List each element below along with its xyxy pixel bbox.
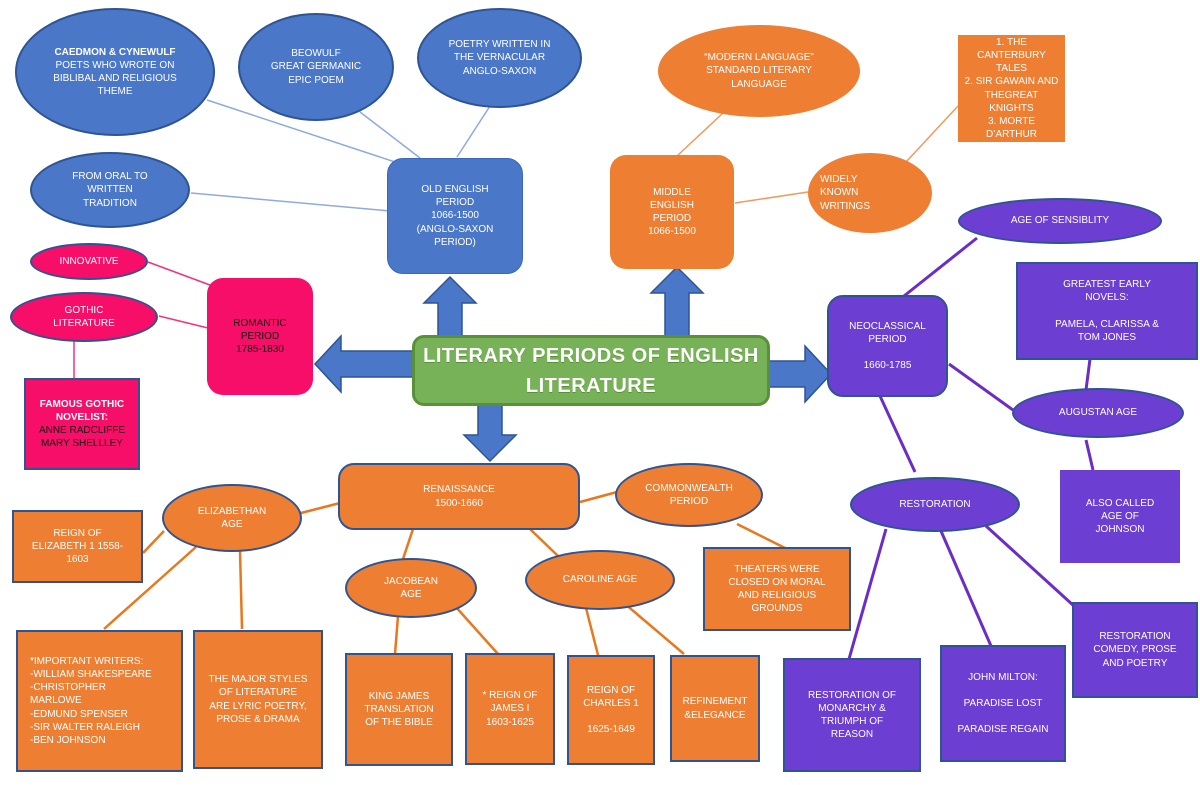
node-theaters-closed: THEATERS WERE CLOSED ON MORAL AND RELIGI…	[703, 547, 851, 631]
connector-jacobean-reignjames	[454, 605, 499, 655]
node-commonwealth-period: COMMONWEALTH PERIOD	[615, 463, 763, 527]
connector-modernlanguage-middleenglish	[676, 112, 724, 157]
arrow-down-renaissance	[462, 404, 518, 463]
node-innovative: INNOVATIVE	[30, 243, 148, 280]
node-beowulf: BEOWULF GREAT GERMANIC EPIC POEM	[238, 13, 394, 121]
node-poetry-vernacular: POETRY WRITTEN IN THE VERNACULAR ANGLO-S…	[417, 8, 582, 108]
arrow-up-middleenglish	[649, 265, 705, 337]
connector-elizabethan-styles	[238, 550, 244, 630]
node-modern-language: “MODERN LANGUAGE” STANDARD LITERARY LANG…	[658, 25, 860, 117]
node-famous-gothic-novelist: FAMOUS GOTHIC NOVELIST:ANNE RADCLIFFE MA…	[24, 378, 140, 470]
node-oral-tradition: FROM ORAL TO WRITTEN TRADITION	[30, 152, 190, 228]
node-jacobean-age: JACOBEAN AGE	[345, 558, 477, 618]
node-important-writers: *IMPORTANT WRITERS: -WILLIAM SHAKESPEARE…	[16, 630, 183, 772]
arrow-right-neoclassical	[768, 344, 833, 404]
connector-jacobean-kingjames	[393, 615, 400, 655]
connector-caroline-reigncharles	[584, 607, 600, 656]
connector-gothic-romantic	[158, 315, 209, 329]
connector-elizabethan-writers	[103, 546, 197, 630]
node-greatest-novels: GREATEST EARLY NOVELS: PAMELA, CLARISSA …	[1016, 262, 1198, 360]
node-major-styles: THE MAJOR STYLES OF LITERATURE ARE LYRIC…	[193, 630, 323, 769]
node-neoclassical-period: NEOCLASSICAL PERIOD 1660-1785	[827, 295, 948, 397]
connector-neoclassical-restoration	[878, 395, 917, 473]
node-reign-james: * REIGN OF JAMES I 1603-1625	[465, 653, 555, 765]
connector-sensibility-neoclassical	[903, 236, 978, 298]
arrow-left-romantic	[313, 334, 414, 394]
node-reign-elizabeth: REIGN OF ELIZABETH 1 1558- 1603	[12, 510, 143, 583]
node-refinement-elegance: REFINEMENT &ELEGANCE	[670, 655, 760, 762]
connector-renaissance-elizabethan	[300, 501, 341, 515]
connector-widelyknown-canterbury	[905, 105, 959, 163]
connector-novels-augustan	[1084, 358, 1092, 391]
node-augustan-age: AUGUSTAN AGE	[1012, 388, 1184, 438]
node-john-milton: JOHN MILTON: PARADISE LOST PARADISE REGA…	[940, 645, 1066, 762]
node-canterbury-writings: 1. THE CANTERBURY TALES 2. SIR GAWAIN AN…	[958, 35, 1065, 142]
connector-oral-oldenglish	[190, 192, 391, 212]
famous-gothic-title: FAMOUS GOTHIC NOVELIST:	[39, 398, 125, 423]
connector-poetry-oldenglish	[456, 105, 491, 158]
node-restoration-monarchy: RESTORATION OF MONARCHY & TRIUMPH OF REA…	[783, 658, 921, 772]
connector-commonwealth-theaters	[736, 522, 788, 551]
connector-innovative-romantic	[147, 261, 219, 289]
caedmon-body: POETS WHO WROTE ON BIBLIBAL AND RELIGIOU…	[53, 59, 177, 98]
connector-restoration-monarchy	[847, 528, 888, 660]
connector-restoration-comedy	[984, 524, 1076, 608]
caedmon-title: CAEDMON & CYNEWULF	[54, 46, 176, 58]
connector-neoclassical-augustan	[948, 362, 1014, 412]
node-renaissance: RENAISSANCE 1500-1660	[338, 463, 580, 530]
node-caroline-age: CAROLINE AGE	[525, 550, 675, 610]
node-restoration: RESTORATION	[850, 477, 1020, 532]
node-age-of-sensibility: AGE OF SENSIBLITY	[958, 198, 1162, 244]
connector-renaissance-commonwealth	[579, 490, 618, 504]
connector-beowulf-oldenglish	[359, 111, 421, 159]
node-gothic-literature: GOTHIC LITERATURE	[10, 292, 158, 342]
node-main-title: LITERARY PERIODS OF ENGLISH LITERATURE	[412, 335, 770, 406]
famous-gothic-body: ANNE RADCLIFFE MARY SHELLLEY	[38, 425, 126, 450]
node-reign-charles: REIGN OF CHARLES 1 1625-1649	[567, 655, 655, 765]
node-widely-known: WIDELY KNOWN WRITINGS	[808, 153, 932, 233]
node-also-called-johnson: ALSO CALLED AGE OF JOHNSON	[1060, 470, 1180, 563]
arrow-up-oldenglish	[422, 275, 478, 337]
node-romantic-period: ROMANTIC PERIOD 1785-1830	[207, 278, 313, 395]
node-elizabethan-age: ELIZABETHAN AGE	[162, 484, 302, 552]
connector-augustan-alsocalled	[1084, 439, 1095, 471]
node-middle-english-period: MIDDLE ENGLISH PERIOD 1066-1500	[610, 155, 734, 269]
connector-restoration-milton	[939, 530, 993, 647]
connector-middleenglish-widelyknown	[734, 191, 809, 204]
connector-renaissance-jacobean	[401, 528, 415, 560]
node-restoration-comedy: RESTORATION COMEDY, PROSE AND POETRY	[1072, 602, 1198, 698]
node-old-english-period: OLD ENGLISH PERIOD 1066-1500 (ANGLO-SAXO…	[387, 158, 523, 274]
connector-elizabethan-reignelizabeth	[142, 530, 165, 554]
connector-renaissance-caroline	[529, 528, 559, 557]
connector-caedmon-oldenglish	[206, 99, 396, 163]
node-king-james-bible: KING JAMES TRANSLATION OF THE BIBLE	[345, 653, 453, 766]
